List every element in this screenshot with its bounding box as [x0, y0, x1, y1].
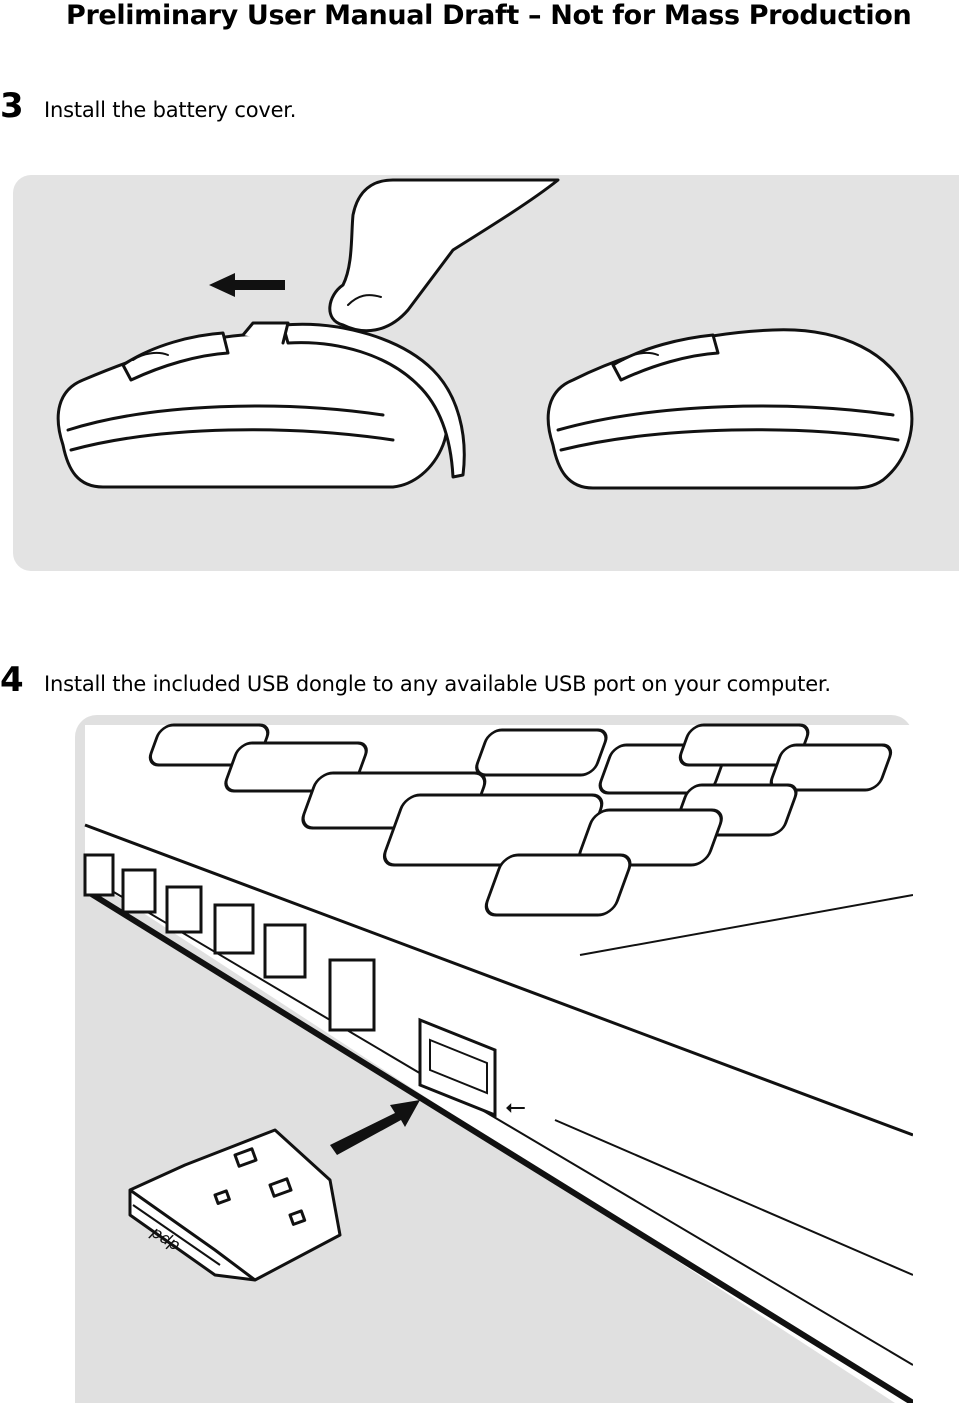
step-number-4: 4 [0, 660, 24, 700]
arrow-icon [330, 1100, 420, 1155]
keyboard-icon [148, 723, 893, 917]
page-header: Preliminary User Manual Draft – Not for … [66, 0, 912, 31]
mouse-illustration [56, 178, 914, 490]
usb-symbol-icon: ⭠ [505, 1092, 526, 1122]
mouse-illustration-panel [13, 175, 959, 571]
step-instruction-4: Install the included USB dongle to any a… [44, 672, 831, 696]
mouse-icon [546, 328, 914, 490]
usb-dongle-icon [128, 1128, 342, 1282]
arrow-left-icon [209, 273, 285, 297]
finger-icon [328, 178, 560, 333]
mouse-icon [56, 321, 466, 489]
step-instruction-3: Install the battery cover. [44, 98, 297, 122]
usb-port-icon [418, 1017, 497, 1118]
laptop-illustration-panel: ⭠ pdp [75, 715, 913, 1403]
step-number-3: 3 [0, 86, 24, 126]
laptop-illustration: ⭠ pdp [83, 723, 913, 1403]
